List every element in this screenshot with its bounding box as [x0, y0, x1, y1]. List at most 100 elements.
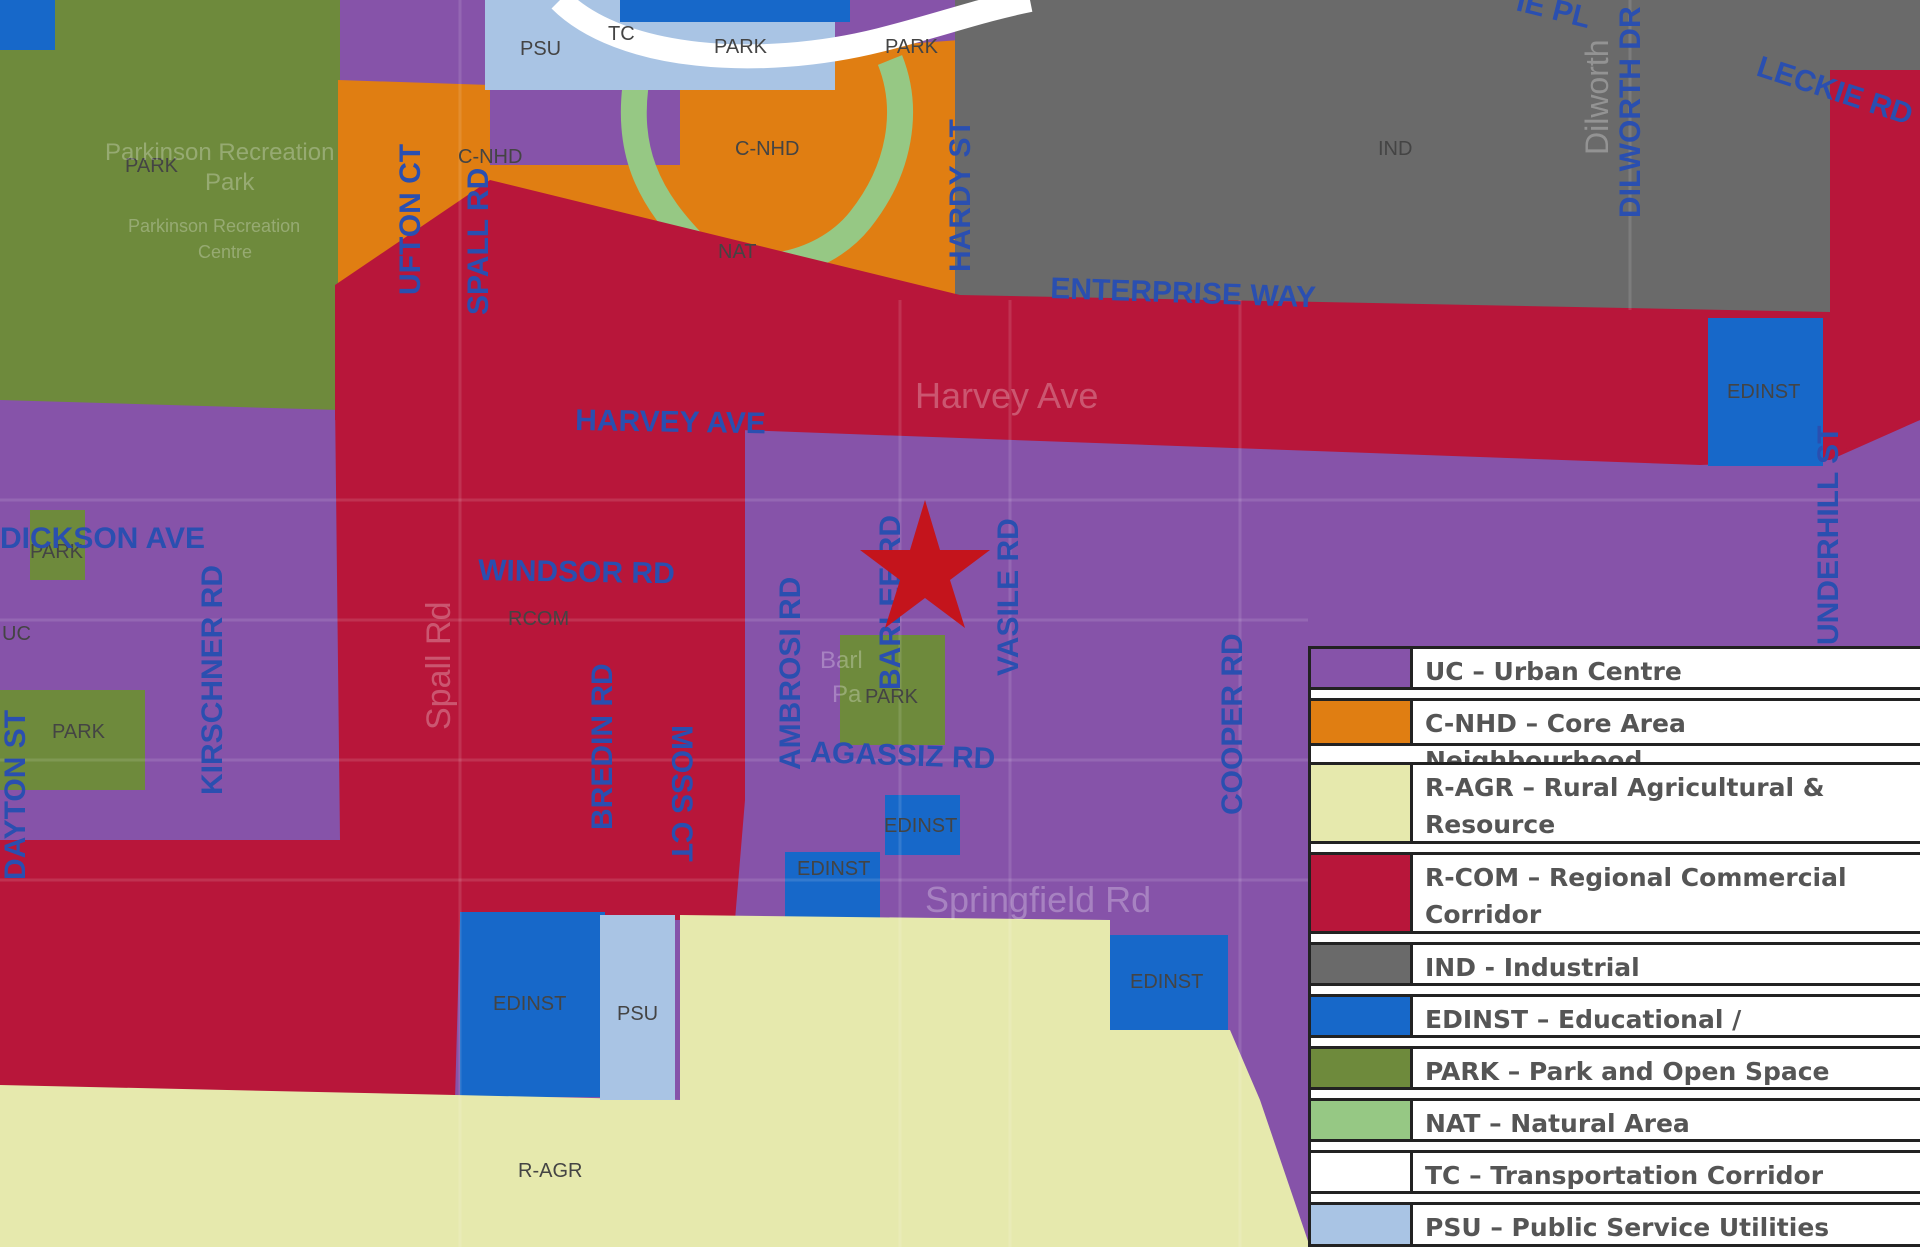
faint-basemap-labels: Parkinson Recreation Park Parkinson Recr… — [105, 39, 1615, 920]
street-label-underhill: UNDERHILL ST — [1812, 426, 1845, 645]
legend-row-park: PARK – Park and Open Space — [1311, 1046, 1920, 1090]
zone-label-edinst-east: EDINST — [1727, 381, 1800, 403]
faint-label-parkinson-park-1: Parkinson Recreation — [105, 139, 334, 166]
zone-label-edinst-4: EDINST — [1130, 971, 1203, 993]
rcom-zone-corridor — [335, 180, 1920, 465]
rcom-zone-west — [0, 400, 745, 1100]
legend-row-rcom: R-COM – Regional Commercial Corridor — [1311, 852, 1920, 934]
zone-label-tc: TC — [608, 23, 635, 45]
zone-label-cnhd-center: C-NHD — [735, 138, 799, 160]
faint-label-harvey: Harvey Ave — [915, 375, 1098, 416]
legend-swatch-rcom — [1311, 855, 1413, 931]
edinst-zone-1 — [885, 795, 960, 855]
legend-swatch-nat — [1311, 1101, 1413, 1139]
map-legend: UC – Urban Centre C-NHD – Core Area Neig… — [1308, 646, 1920, 1247]
tc-highway — [551, 0, 1033, 69]
zone-label-rcom: RCOM — [508, 608, 569, 630]
site-marker-star-icon — [860, 500, 990, 628]
zone-label-park-dickson: PARK — [30, 541, 84, 563]
street-label-kirschner: KIRSCHNER RD — [196, 565, 229, 795]
edinst-zone-3 — [460, 912, 605, 1097]
legend-swatch-park — [1311, 1049, 1413, 1087]
street-label-spall: SPALL RD — [462, 168, 495, 315]
zone-label-nat: NAT — [718, 241, 757, 263]
zone-label-park-dayton: PARK — [52, 721, 106, 743]
legend-swatch-edinst — [1311, 997, 1413, 1035]
legend-row-ragr: R-AGR – Rural Agricultural & Resource — [1311, 762, 1920, 844]
zone-label-park-barlee: PARK — [865, 686, 919, 708]
legend-row-uc: UC – Urban Centre — [1311, 646, 1920, 690]
zone-label-park-north-2: PARK — [885, 36, 939, 58]
ind-zone — [955, 0, 1920, 315]
street-label-vasile: VASILE RD — [992, 518, 1025, 676]
legend-swatch-ind — [1311, 945, 1413, 983]
edinst-zone-2 — [785, 852, 880, 922]
street-label-dickson: DICKSON AVE — [0, 522, 205, 555]
park-zone-west — [0, 0, 340, 410]
edinst-zone-east — [1708, 318, 1823, 466]
faint-label-springfield: Springfield Rd — [925, 879, 1151, 920]
legend-swatch-cnhd — [1311, 701, 1413, 743]
legend-swatch-ragr — [1311, 765, 1413, 841]
street-label-ufton: UFTON CT — [394, 144, 427, 295]
ragr-zone — [0, 915, 1310, 1247]
legend-row-tc: TC – Transportation Corridor — [1311, 1150, 1920, 1194]
legend-row-psu: PSU – Public Service Utilities — [1311, 1202, 1920, 1247]
street-label-dilworth: DILWORTH DR — [1614, 6, 1647, 218]
zone-label-park-west: PARK — [125, 155, 179, 177]
zone-label-cnhd-west: C-NHD — [458, 146, 522, 168]
street-label-bredin: BREDIN RD — [586, 663, 619, 830]
faint-label-parkinson-park-2: Park — [205, 169, 255, 196]
legend-label-ind: IND - Industrial — [1425, 953, 1640, 982]
edinst-zone-4 — [1110, 935, 1228, 1030]
street-label-agassiz: AGASSIZ RD — [810, 736, 996, 775]
zone-label-park-north-1: PARK — [714, 36, 768, 58]
zone-label-psu-north: PSU — [520, 38, 561, 60]
water-zone-1 — [620, 0, 850, 22]
legend-label-rcom: R-COM – Regional Commercial Corridor — [1425, 863, 1847, 929]
legend-row-ind: IND - Industrial — [1311, 942, 1920, 986]
legend-label-park: PARK – Park and Open Space — [1425, 1057, 1830, 1086]
legend-label-uc: UC – Urban Centre — [1425, 657, 1682, 686]
legend-label-psu: PSU – Public Service Utilities — [1425, 1213, 1830, 1242]
street-label-dayton: DAYTON ST — [0, 710, 32, 880]
zone-label-ragr: R-AGR — [518, 1160, 582, 1182]
zone-labels: PARK C-NHD C-NHD PSU TC PARK PARK NAT IN… — [2, 23, 1800, 1182]
legend-row-nat: NAT – Natural Area — [1311, 1098, 1920, 1142]
park-zone-dickson — [30, 510, 85, 580]
street-label-ambrosi: AMBROSI RD — [774, 577, 807, 770]
zone-label-ind: IND — [1378, 138, 1412, 160]
legend-row-cnhd: C-NHD – Core Area Neighbourhood — [1311, 698, 1920, 775]
faint-label-barlee-park-1: Barl — [820, 647, 863, 674]
street-label-windsor: WINDSOR RD — [478, 554, 675, 590]
zone-label-psu-south: PSU — [617, 1003, 658, 1025]
street-label-moss: MOSS CT — [665, 725, 698, 862]
legend-label-cnhd: C-NHD – Core Area Neighbourhood — [1425, 709, 1686, 775]
street-label-cooper: COOPER RD — [1216, 633, 1249, 815]
faint-label-parkinson-centre-2: Centre — [198, 242, 252, 262]
legend-label-nat: NAT – Natural Area — [1425, 1109, 1690, 1138]
psu-zone-south — [600, 915, 675, 1100]
zone-label-uc: UC — [2, 623, 31, 645]
legend-swatch-tc — [1311, 1153, 1413, 1191]
zone-label-edinst-3: EDINST — [493, 993, 566, 1015]
legend-label-tc: TC – Transportation Corridor — [1425, 1161, 1824, 1190]
rcom-zone-east — [1830, 70, 1920, 455]
faint-label-parkinson-centre-1: Parkinson Recreation — [128, 216, 300, 236]
zone-label-edinst-2: EDINST — [797, 858, 870, 880]
street-labels: UFTON CT SPALL RD HARDY ST DILWORTH DR L… — [0, 0, 1917, 880]
zone-label-edinst-1: EDINST — [884, 815, 957, 837]
water-zone-2 — [0, 0, 55, 50]
legend-swatch-uc — [1311, 649, 1413, 687]
legend-label-edinst: EDINST – Educational / Institutional — [1425, 1005, 1742, 1071]
legend-row-edinst: EDINST – Educational / Institutional — [1311, 994, 1920, 1071]
park-zone-barlee — [840, 635, 945, 745]
street-label-hardy: HARDY ST — [944, 119, 977, 272]
faint-label-dilworth: Dilworth — [1579, 39, 1615, 155]
faint-label-spall: Spall Rd — [420, 601, 458, 730]
legend-swatch-psu — [1311, 1205, 1413, 1244]
faint-label-barlee-park-2: Pa — [832, 681, 862, 708]
street-label-harvey: HARVEY AVE — [575, 404, 766, 440]
